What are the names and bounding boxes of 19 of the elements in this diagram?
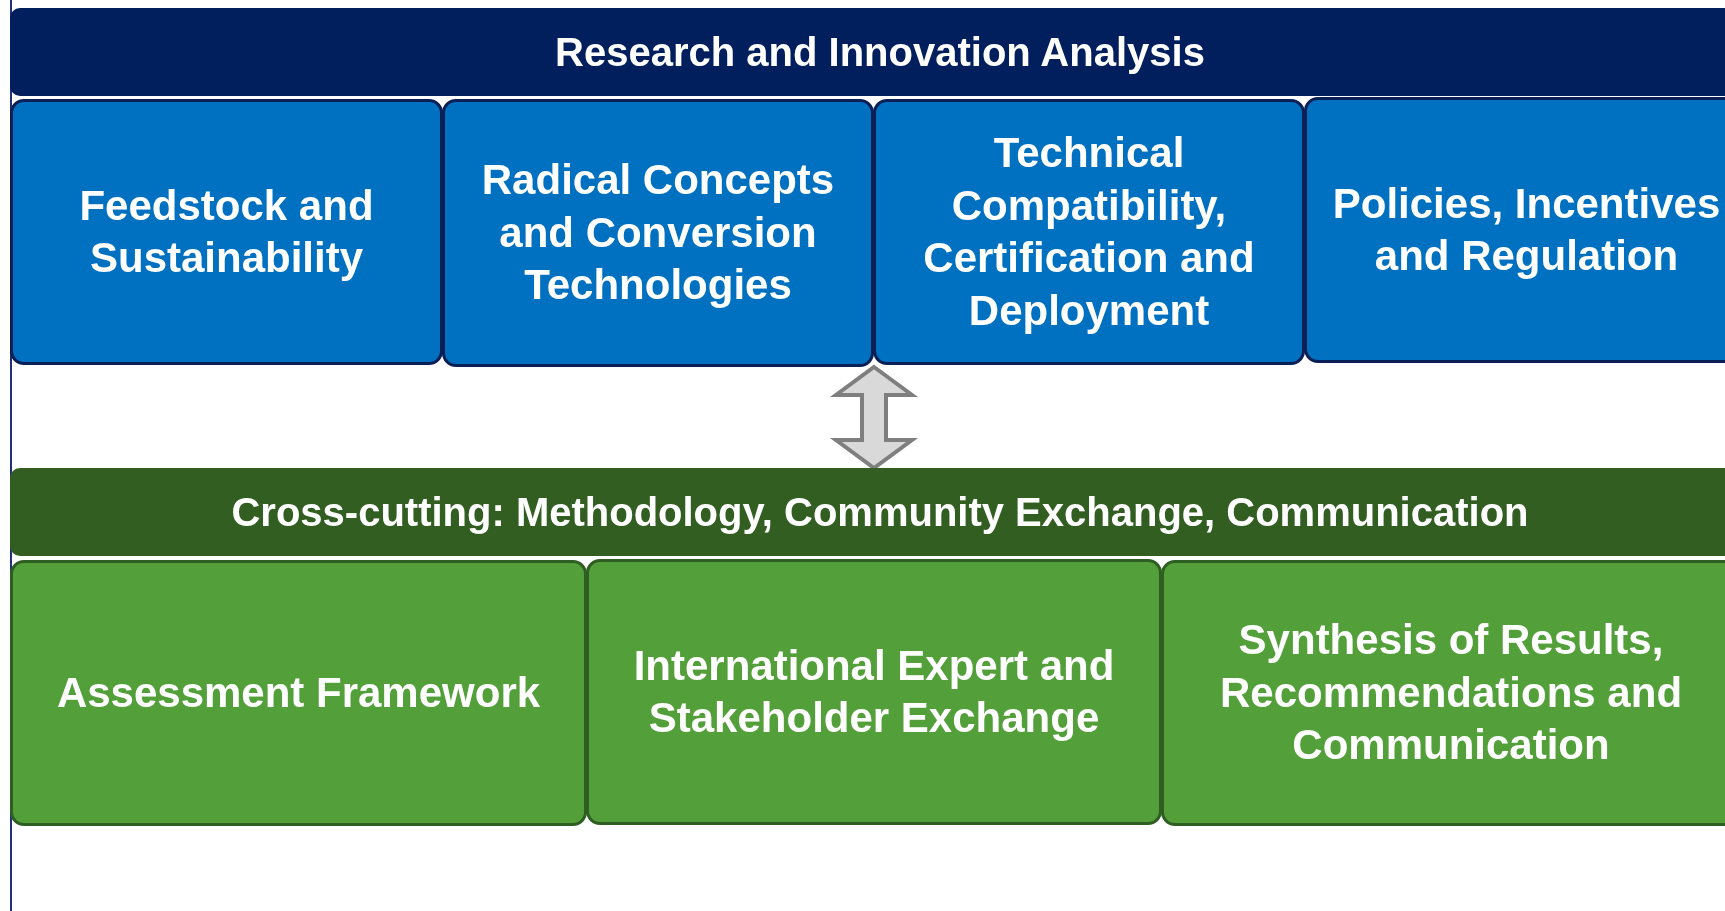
- box-label: Synthesis of Results, Recommendations and Communication: [1218, 615, 1684, 771]
- topic-box: [442, 99, 874, 367]
- box-label: Technical Compatibility, Certification and Deployment: [922, 128, 1256, 336]
- double-arrow: [829, 364, 919, 471]
- box-label: Research and Innovation Analysis: [555, 29, 1205, 76]
- topic-box: [1304, 97, 1725, 363]
- box-label: Feedstock and Sustainability: [78, 180, 375, 283]
- topic-box: [873, 99, 1305, 365]
- box-label: Policies, Incentives and Regulation: [1331, 178, 1722, 281]
- header-band: [10, 468, 1725, 556]
- box-label: Radical Concepts and Conversion Technologies: [480, 155, 836, 311]
- box-label: Cross-cutting: Methodology, Community Exchange, Communication: [231, 489, 1529, 536]
- box-label: Assessment Framework: [56, 667, 541, 718]
- topic-box: [10, 99, 443, 365]
- topic-box: [10, 560, 587, 826]
- topic-box: [586, 559, 1162, 825]
- header-band: [10, 8, 1725, 96]
- topic-box: [1161, 560, 1725, 826]
- box-label: International Expert and Stakeholder Exchange: [632, 640, 1116, 743]
